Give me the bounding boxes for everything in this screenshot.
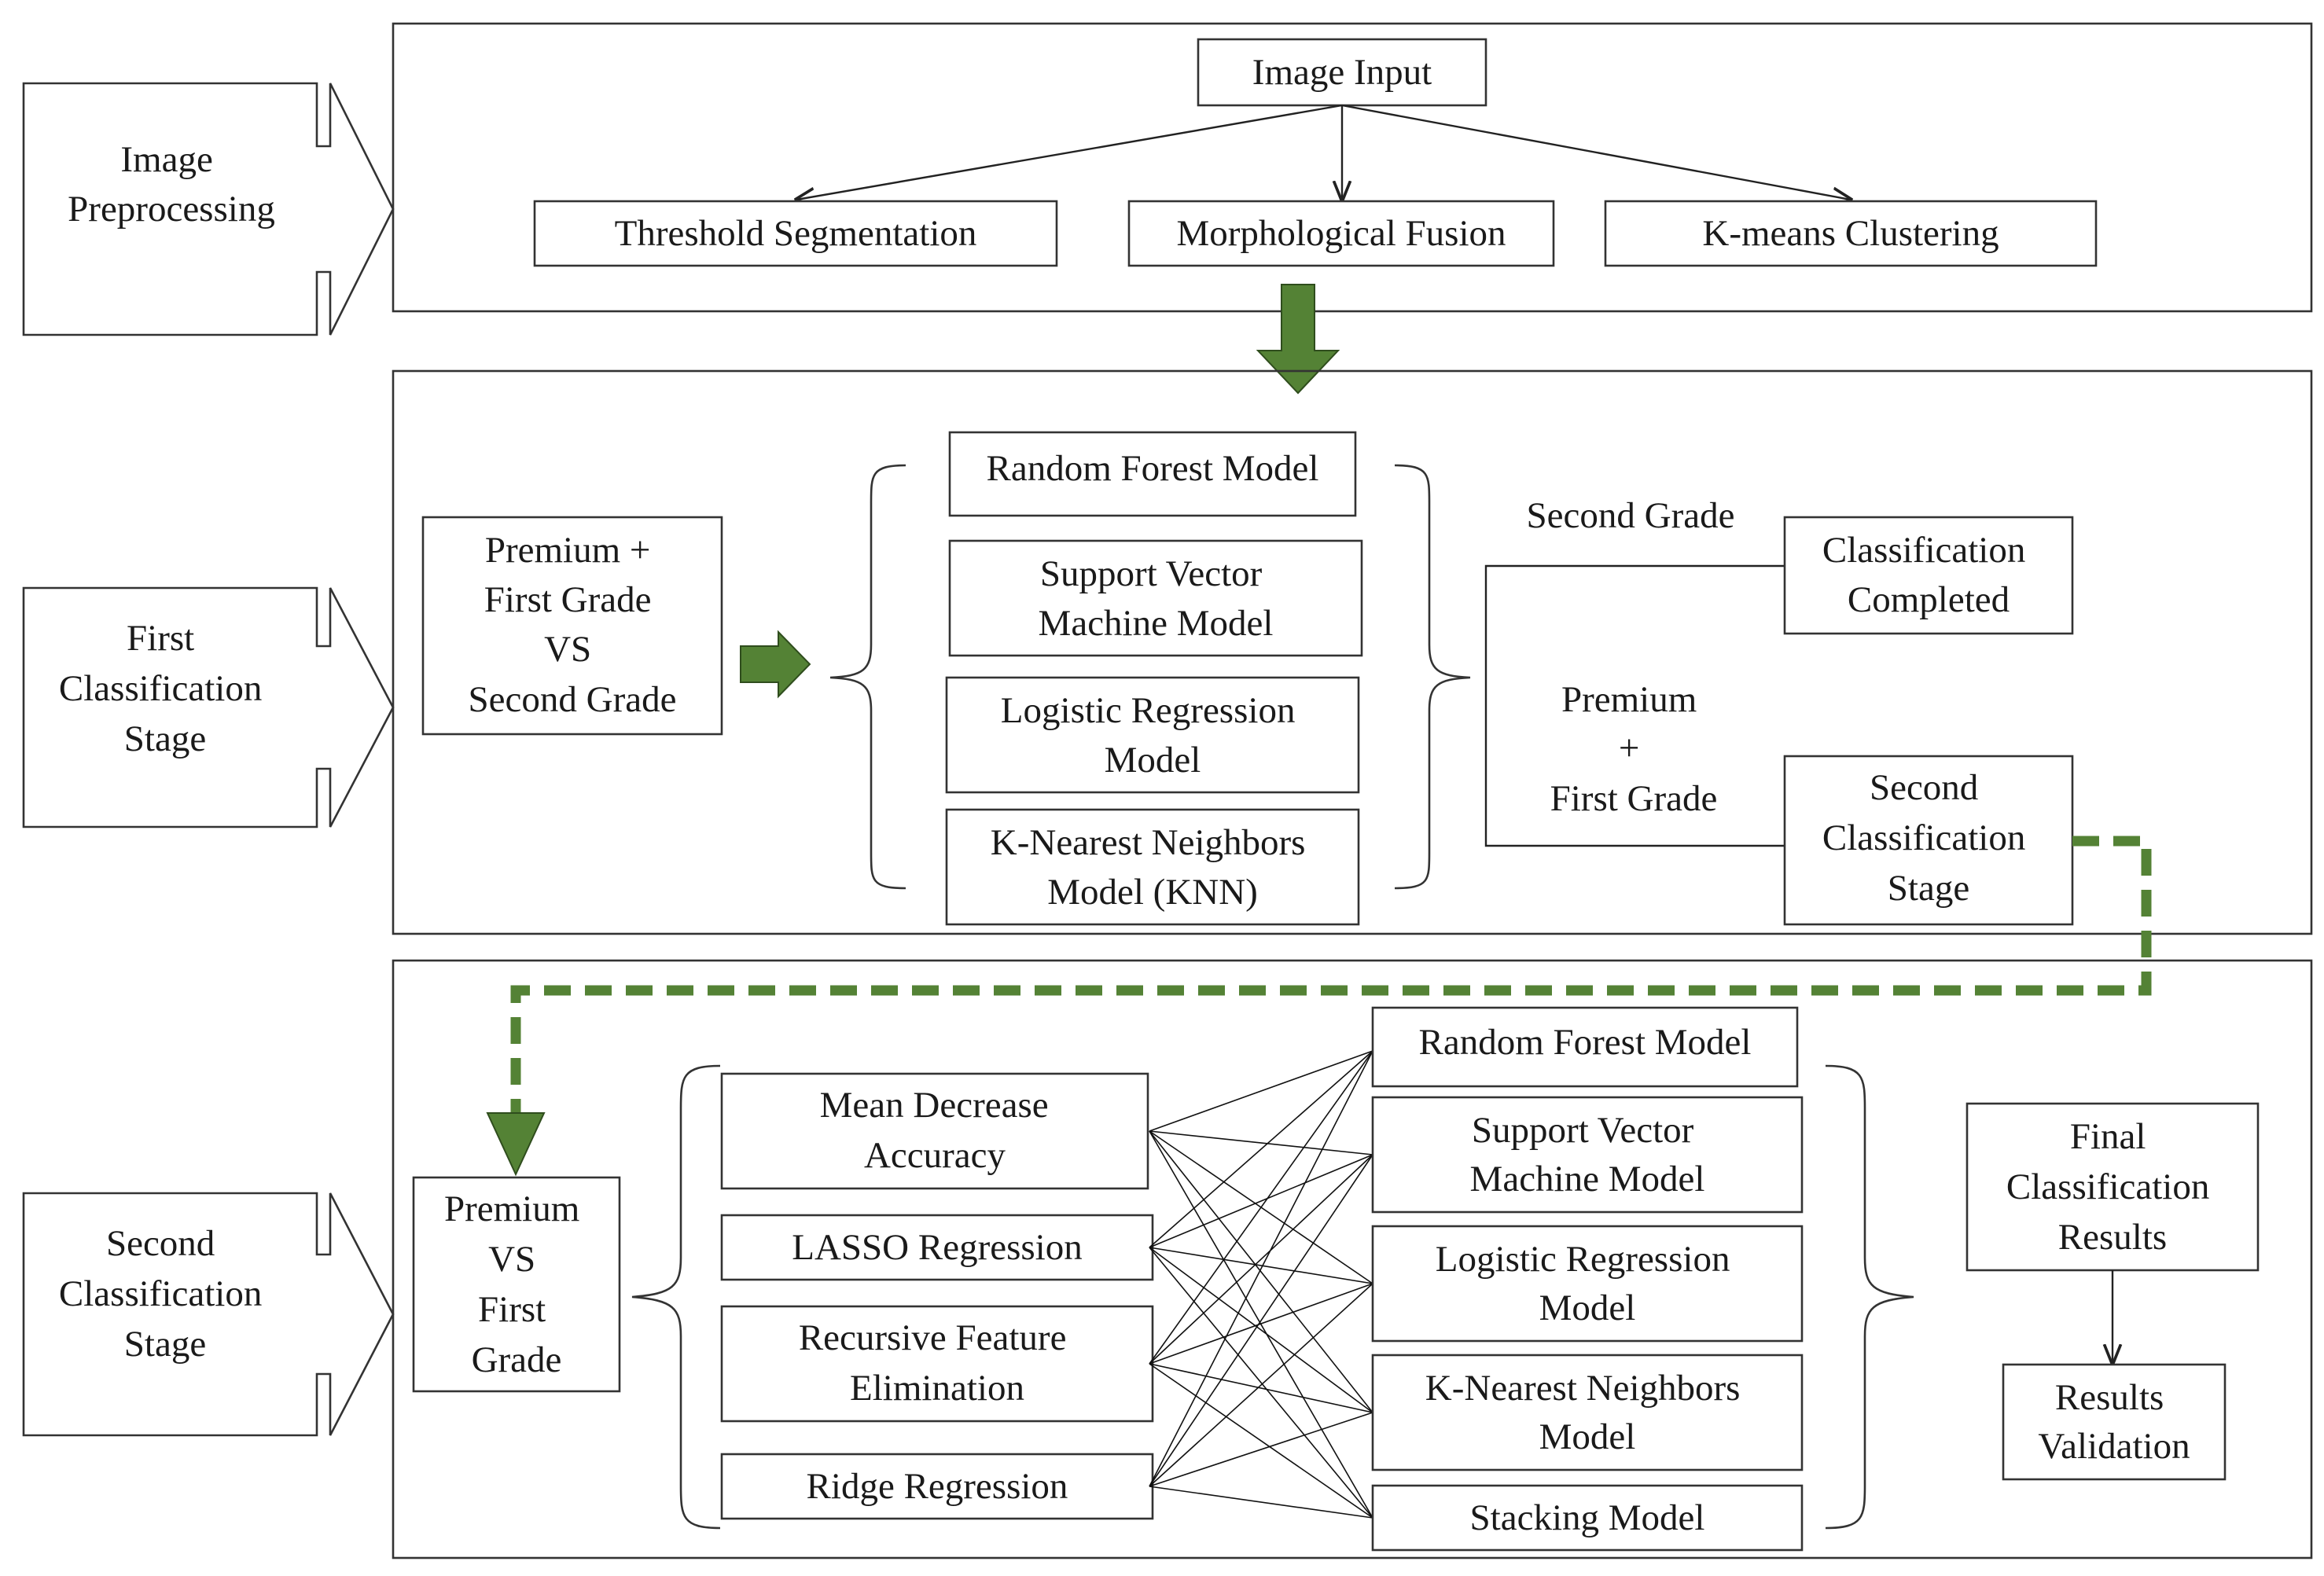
arrow-to-kmeans [1341,104,1851,200]
models-right-brace [1825,1064,1914,1530]
first-models-left-brace [829,464,906,890]
connection-line [1149,1154,1373,1487]
results-validation-label: Results Validation [2038,1377,2190,1467]
feature-label-ridge: Ridge Regression [807,1466,1068,1507]
connection-line [1149,1247,1373,1413]
feature-model-connections [1149,1050,1373,1519]
first-model-label-svm: Support Vector Machine Model [1039,553,1274,644]
second-stage-panel [392,959,2313,1559]
feature-label-mda: Mean Decrease Accuracy [820,1085,1058,1176]
classification-completed-label: Classification Completed [1822,530,2035,620]
connection-line [1149,1130,1373,1413]
second-stage-box [1783,755,2074,926]
second-model-box-svm [1371,1096,1804,1214]
connection-line [1149,1247,1373,1519]
connection-line [1149,1130,1373,1155]
second-comparison-box [412,1176,621,1393]
connection-line [1149,1130,1373,1519]
classification-completed-box [1783,516,2074,635]
connection-line [1149,1247,1373,1284]
second-model-box-stacking [1371,1484,1804,1552]
stage-label-second-classification: Second Classification Stage [59,1223,271,1365]
morphological-fusion-box [1127,200,1555,267]
image-input-box [1197,38,1487,107]
first-comparison-box [421,516,723,736]
feature-label-rfe: Recursive Feature Elimination [799,1317,1076,1409]
first-model-box-lr [945,676,1360,794]
second-model-label-lr: Logistic Regression Model [1436,1239,1739,1328]
first-comparison-label: Premium + First Grade VS Second Grade [469,530,677,720]
stage-arrow-image-preprocessing: Image Preprocessing [22,82,395,336]
feature-label-lasso: LASSO Regression [792,1227,1082,1268]
connection-line [1149,1283,1373,1365]
stage-arrow-second-classification: Second Classification Stage [22,1192,395,1437]
final-results-box [1965,1102,2260,1272]
first-stage-branch-lines [1484,564,1785,847]
first-model-box-knn [945,808,1360,926]
second-comparison-label: Premium VS First Grade [444,1188,589,1380]
results-validation-box [2002,1363,2227,1481]
second-model-label-rf: Random Forest Model [1419,1022,1752,1063]
second-model-label-knn: K-Nearest Neighbors Model [1425,1368,1749,1457]
dashed-connector-arrowhead [486,1112,546,1177]
connection-line [1149,1154,1373,1248]
down-arrow-to-first-stage [1256,284,1340,395]
stage-arrow-first-classification: First Classification Stage [22,586,395,828]
connection-line [1149,1050,1373,1365]
first-model-box-rf [948,431,1357,517]
connection-line [1149,1154,1373,1365]
feature-box-lasso [720,1214,1154,1281]
first-models-right-brace [1394,464,1471,890]
feature-box-rfe [720,1305,1154,1423]
connection-line [1149,1050,1373,1487]
connection-line [1149,1486,1373,1519]
second-model-box-rf [1371,1006,1799,1088]
dashed-connector [510,836,2152,1116]
first-stage-panel [392,369,2313,935]
morphological-fusion-label: Morphological Fusion [1176,213,1506,254]
connection-line [1149,1050,1373,1132]
first-model-label-rf: Random Forest Model [987,448,1319,489]
threshold-segmentation-label: Threshold Segmentation [615,213,977,254]
image-input-label: Image Input [1252,52,1432,93]
feature-box-mda [720,1072,1149,1190]
branch-premium-label: Premium + First Grade [1550,679,1718,819]
second-model-box-knn [1371,1354,1804,1471]
feature-left-brace [631,1064,721,1530]
second-model-box-lr [1371,1225,1804,1343]
connection-line [1149,1412,1373,1487]
right-arrow-to-models [740,630,811,699]
arrow-to-threshold [796,104,1343,200]
feature-box-ridge [720,1453,1154,1520]
final-results-label: Final Classification Results [2006,1116,2219,1258]
second-model-label-stacking: Stacking Model [1470,1497,1705,1538]
connection-line [1149,1050,1373,1248]
first-model-box-svm [948,539,1363,657]
stage-label-first-classification: First Classification Stage [59,618,271,759]
connection-line [1149,1363,1373,1413]
kmeans-clustering-label: K-means Clustering [1702,213,1999,254]
kmeans-clustering-box [1604,200,2098,267]
stage-label-image-preprocessing: Image Preprocessing [68,139,275,230]
connection-line [1149,1363,1373,1519]
first-model-label-lr: Logistic Regression Model [1001,690,1304,781]
second-model-label-svm: Support Vector Machine Model [1470,1110,1705,1199]
connection-line [1149,1283,1373,1487]
preprocessing-panel [392,22,2313,313]
threshold-segmentation-box [533,200,1058,267]
branch-second-grade-label: Second Grade [1527,495,1735,536]
first-model-label-knn: K-Nearest Neighbors Model (KNN) [991,822,1315,913]
second-stage-box-label: Second Classification Stage [1822,767,2035,909]
